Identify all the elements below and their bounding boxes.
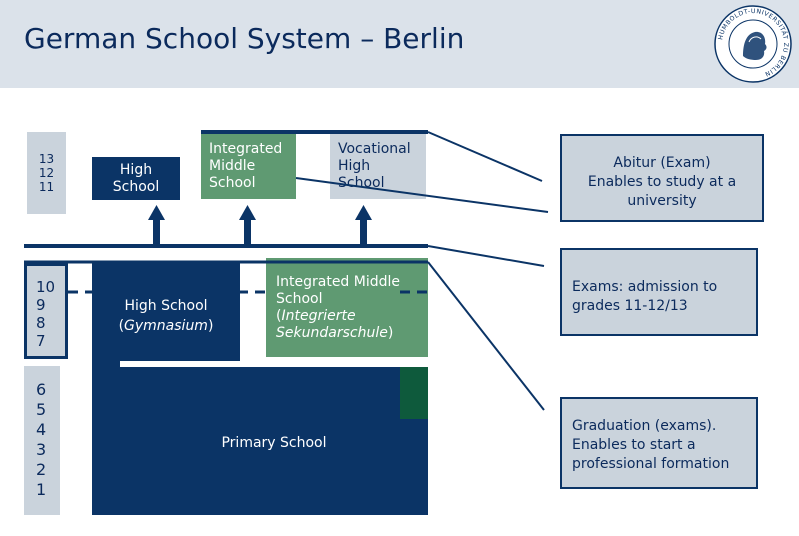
vocational-high-school-box: Vocational High School [330,131,426,199]
arrow-up-icon [355,205,372,246]
box-line: Integrated [209,141,283,157]
grade-label: 7 [36,332,46,350]
box-line: High [119,162,153,178]
callout-line: Enables to start a [572,437,696,453]
callout-line: university [627,193,697,209]
page-title: German School System – Berlin [24,22,465,55]
callout-connector [427,245,545,267]
box-line: School [338,175,385,191]
grade-label: 5 [36,400,47,419]
gymnasium-box: High School (Gymnasium) [92,263,240,361]
abitur-callout: Abitur (Exam) Enables to study at a univ… [560,134,764,222]
graduation-callout: Graduation (exams). Enables to start a p… [560,397,758,489]
header-bar [0,0,799,88]
upper-high-school-box: High School [92,157,180,200]
grade-label: 13 [38,152,55,166]
grade-column-lower: 6 5 4 3 2 1 [24,366,60,515]
callout-line: Enables to study at a [587,174,737,190]
box-line: Integrated Middle [276,274,401,290]
callout-connector [427,261,545,411]
grade-label: 1 [36,480,47,499]
grade-label: 10 [36,278,56,296]
university-seal-logo: HUMBOLDT-UNIVERSITÄT ZU BERLIN [714,5,792,83]
box-line: Middle [209,158,256,174]
box-line: High [338,158,371,174]
integrated-school-extension-block [400,367,428,419]
callout-line: grades 11-12/13 [572,298,688,314]
arrow-up-icon [148,205,165,246]
primary-school-box: Primary School [120,367,428,515]
exams-callout: Exams: admission to grades 11-12/13 [560,248,758,336]
box-line: Vocational [338,141,411,157]
callout-line: Exams: admission to [572,279,718,295]
upper-integrated-middle-school-box: Integrated Middle School [201,131,296,199]
box-label: High School [124,298,208,314]
grade-label: 2 [36,460,47,479]
box-note-italic: Sekundarschule [276,325,388,341]
grade-label: 8 [36,314,46,332]
box-line: School [112,179,160,195]
grade-label: 6 [36,380,47,399]
callout-line: Abitur (Exam) [613,155,711,171]
box-line: School [276,291,323,307]
box-note-italic: Gymnasium [124,318,208,334]
callout-line: Graduation (exams). [572,418,717,434]
box-label: Primary School [221,435,327,451]
box-note-italic: Integrierte [281,308,356,324]
lower-integrated-middle-school-box: Integrated Middle School (Integrierte Se… [266,258,428,357]
grade-label: 3 [36,440,47,459]
box-note: (Gymnasium) [118,318,214,334]
grade-column-upper: 13 12 11 [27,132,66,214]
grade-label: 9 [36,296,46,314]
callout-connector [427,131,543,182]
arrow-up-icon [239,205,256,246]
grade-label: 11 [38,180,55,194]
grade-column-middle: 10 9 8 7 [24,263,68,359]
box-note: Sekundarschule) [276,325,394,341]
primary-school-left-block [92,355,120,515]
grade-label: 12 [38,166,55,180]
grade-label: 4 [36,420,47,439]
box-note: (Integrierte [276,308,356,324]
callout-line: professional formation [572,456,730,472]
box-line: School [209,175,256,191]
